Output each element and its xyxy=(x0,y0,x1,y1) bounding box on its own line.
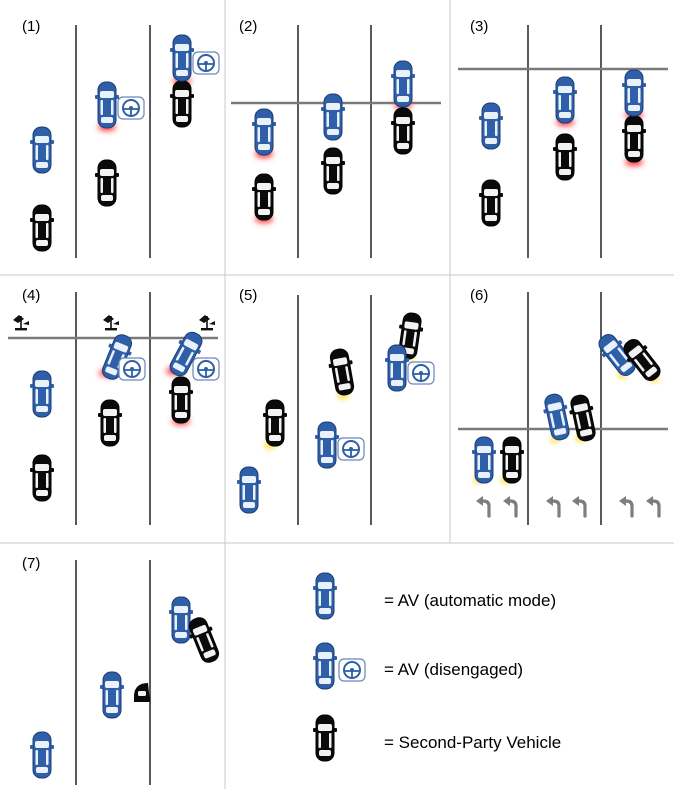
legend-av-auto-car xyxy=(312,572,338,620)
av-car xyxy=(471,436,497,484)
traffic-signal-icon xyxy=(102,314,120,332)
lane-lines xyxy=(75,292,151,525)
steering-wheel-icon xyxy=(118,357,146,381)
panel-7: (7) xyxy=(22,555,225,785)
av-car-disengaged xyxy=(314,421,340,469)
panel-3: (3) xyxy=(458,18,668,258)
legend-av-disengaged-car xyxy=(312,642,338,690)
steering-wheel-icon xyxy=(192,357,220,381)
av-car xyxy=(236,466,262,514)
panel-6: (6) xyxy=(458,287,668,525)
legend-second-party-label: = Second-Party Vehicle xyxy=(384,733,561,752)
av-car xyxy=(99,671,125,719)
av-car-disengaged xyxy=(169,34,195,82)
second-party-car xyxy=(29,204,55,252)
legend: = AV (automatic mode) = AV (disengaged) … xyxy=(312,572,561,762)
av-car-disengaged xyxy=(384,344,410,392)
second-party-car xyxy=(565,392,601,444)
steering-wheel-icon xyxy=(407,361,435,385)
panel-label: (6) xyxy=(470,287,488,304)
av-car xyxy=(552,76,578,124)
av-car xyxy=(320,93,346,141)
left-turn-arrow-icon xyxy=(644,494,661,518)
steering-wheel-icon xyxy=(337,437,365,461)
second-party-car xyxy=(320,147,346,195)
panel-label: (3) xyxy=(470,18,488,35)
second-party-car-partial xyxy=(134,683,150,702)
steering-wheel-icon xyxy=(338,658,366,682)
second-party-car xyxy=(621,115,647,163)
legend-av-disengaged-label: = AV (disengaged) xyxy=(384,660,523,679)
panel-label: (2) xyxy=(239,18,257,35)
av-car xyxy=(29,126,55,174)
left-turn-arrow-icon xyxy=(617,494,634,518)
lane-lines xyxy=(297,25,372,258)
lane-lines xyxy=(527,292,602,525)
panel-2: (2) xyxy=(231,18,441,258)
panel-1: (1) xyxy=(22,18,220,258)
av-car xyxy=(251,108,277,156)
second-party-car xyxy=(94,159,120,207)
second-party-car xyxy=(29,454,55,502)
traffic-signal-icon xyxy=(12,314,30,332)
panel-label: (5) xyxy=(239,287,257,304)
lane-lines xyxy=(527,25,602,258)
av-car xyxy=(478,102,504,150)
second-party-car xyxy=(97,399,123,447)
av-car xyxy=(390,60,416,108)
av-car xyxy=(29,370,55,418)
lane-lines xyxy=(297,295,372,525)
legend-av-auto-label: = AV (automatic mode) xyxy=(384,591,556,610)
second-party-car xyxy=(325,346,359,398)
left-turn-arrow-icon xyxy=(501,494,518,518)
left-turn-arrow-icon xyxy=(544,494,561,518)
panel-label: (4) xyxy=(22,287,40,304)
av-car xyxy=(621,69,647,117)
av-car xyxy=(168,596,194,644)
legend-second-party-car xyxy=(312,714,338,762)
steering-wheel-icon xyxy=(117,96,145,120)
panel-label: (7) xyxy=(22,555,40,572)
panel-5: (5) xyxy=(236,287,435,525)
second-party-car xyxy=(169,80,195,128)
traffic-signal-icon xyxy=(198,314,216,332)
second-party-car xyxy=(262,399,288,447)
left-turn-arrow-icon xyxy=(474,494,491,518)
second-party-car xyxy=(168,376,194,424)
second-party-car xyxy=(478,179,504,227)
panel-4: (4) xyxy=(8,287,220,525)
lane-lines xyxy=(75,25,151,258)
second-party-car xyxy=(499,436,525,484)
av-car xyxy=(29,731,55,779)
second-party-car xyxy=(552,133,578,181)
av-car xyxy=(539,391,575,443)
second-party-car xyxy=(390,107,416,155)
steering-wheel-icon xyxy=(192,51,220,75)
panel-label: (1) xyxy=(22,18,40,35)
left-turn-arrow-icon xyxy=(570,494,587,518)
lane-lines xyxy=(75,560,151,785)
av-car-disengaged xyxy=(94,81,120,129)
second-party-car xyxy=(251,173,277,221)
